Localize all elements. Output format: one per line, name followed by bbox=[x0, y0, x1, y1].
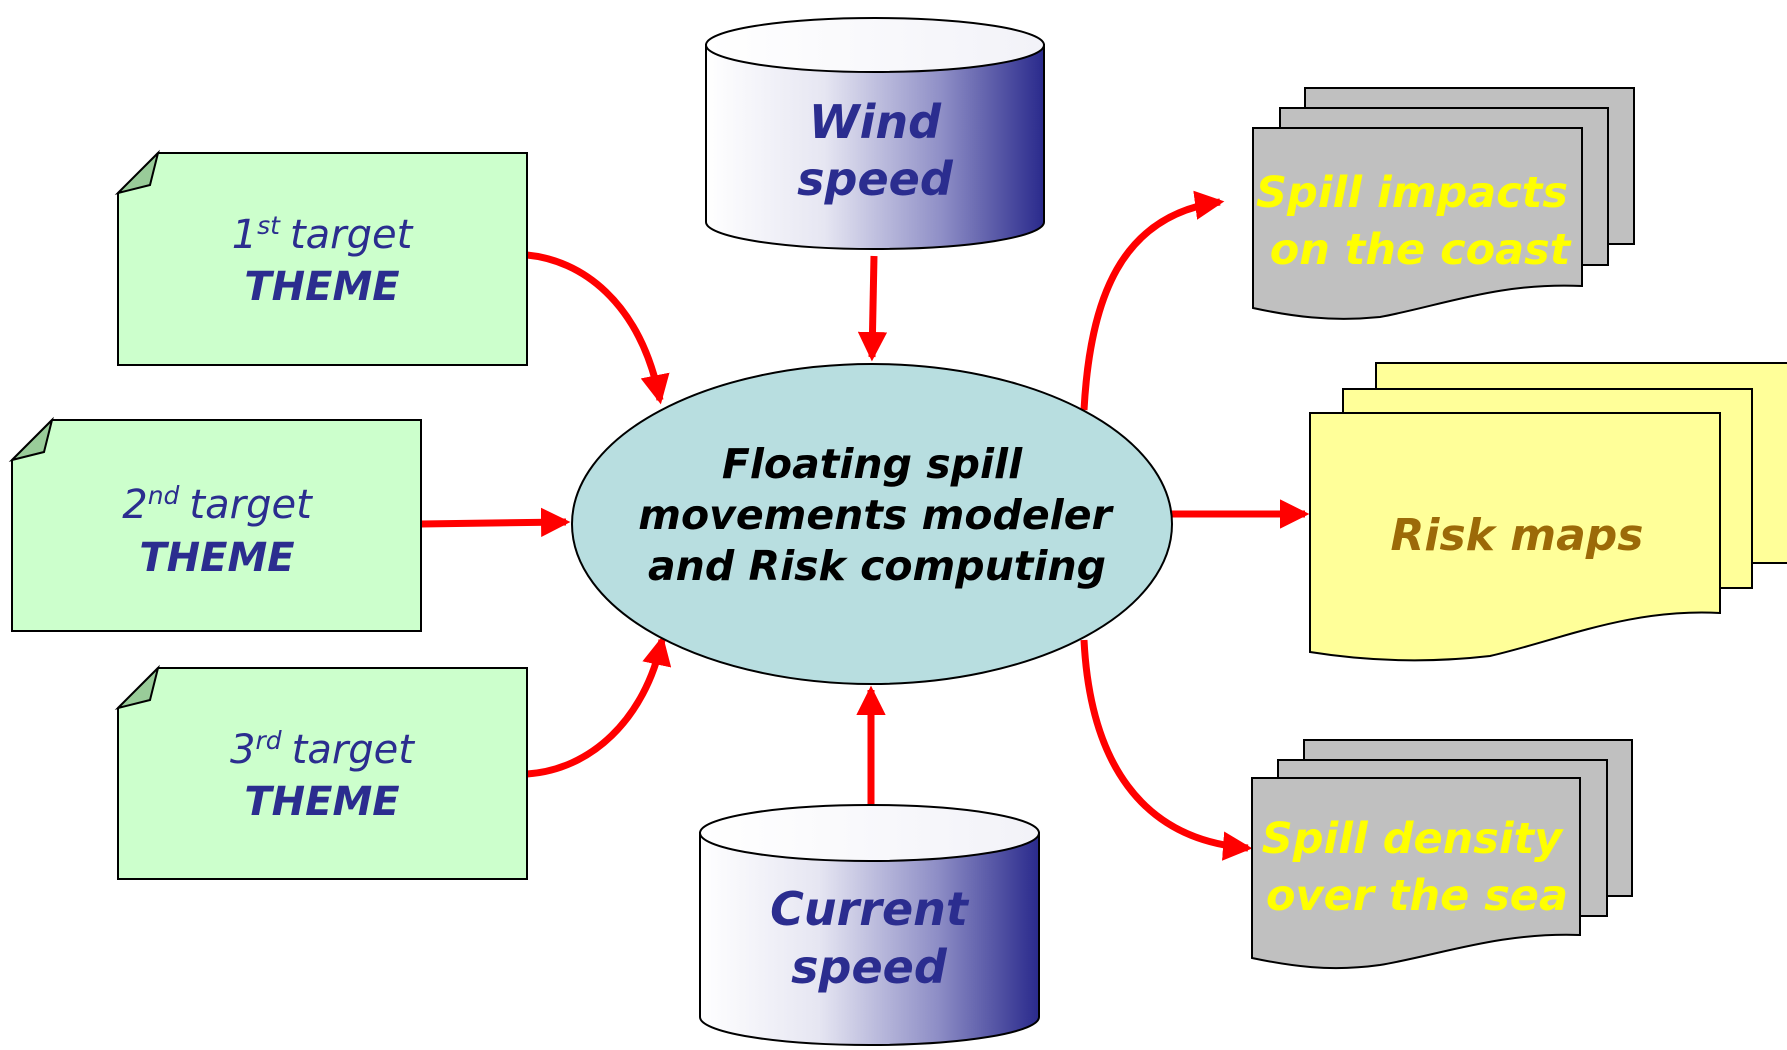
core-line3: and Risk computing bbox=[648, 542, 1106, 590]
arrows bbox=[420, 190, 1310, 861]
arrow-core-to-sea bbox=[1080, 639, 1253, 861]
output-coast-documents: Spill impacts on the coast bbox=[1252, 87, 1635, 320]
current-speed-database: Current speed bbox=[699, 804, 1040, 1046]
arrow-core-to-coast bbox=[1080, 190, 1225, 411]
output-sea-documents: Spill density over the sea bbox=[1251, 739, 1633, 970]
output-risk-label: Risk maps bbox=[1391, 510, 1644, 561]
wind-speed-line1: Wind bbox=[809, 95, 942, 149]
wind-speed-line2: speed bbox=[797, 152, 954, 206]
output-coast-line2: on the coast bbox=[1270, 225, 1572, 275]
current-speed-line2: speed bbox=[791, 940, 948, 994]
core-modeler: Floating spill movements modeler and Ris… bbox=[571, 363, 1173, 685]
core-line1: Floating spill bbox=[722, 440, 1023, 488]
theme-note-1-label: THEME bbox=[244, 264, 399, 310]
core-line2: movements modeler bbox=[638, 491, 1114, 539]
arrow-theme2-to-core bbox=[420, 507, 571, 538]
current-speed-line1: Current bbox=[770, 882, 970, 936]
theme-note-3-label: THEME bbox=[244, 779, 399, 825]
output-coast-line1: Spill impacts bbox=[1256, 168, 1568, 218]
theme-note-2-label: THEME bbox=[139, 535, 294, 581]
arrow-wind-to-core bbox=[857, 255, 888, 362]
arrow-theme1-to-core bbox=[526, 251, 670, 405]
wind-speed-database: Wind speed bbox=[705, 17, 1045, 250]
output-sea-line2: over the sea bbox=[1266, 871, 1568, 921]
arrow-theme3-to-core bbox=[526, 635, 672, 778]
output-risk-documents: Risk maps bbox=[1309, 362, 1787, 662]
output-sea-line1: Spill density bbox=[1262, 814, 1564, 864]
